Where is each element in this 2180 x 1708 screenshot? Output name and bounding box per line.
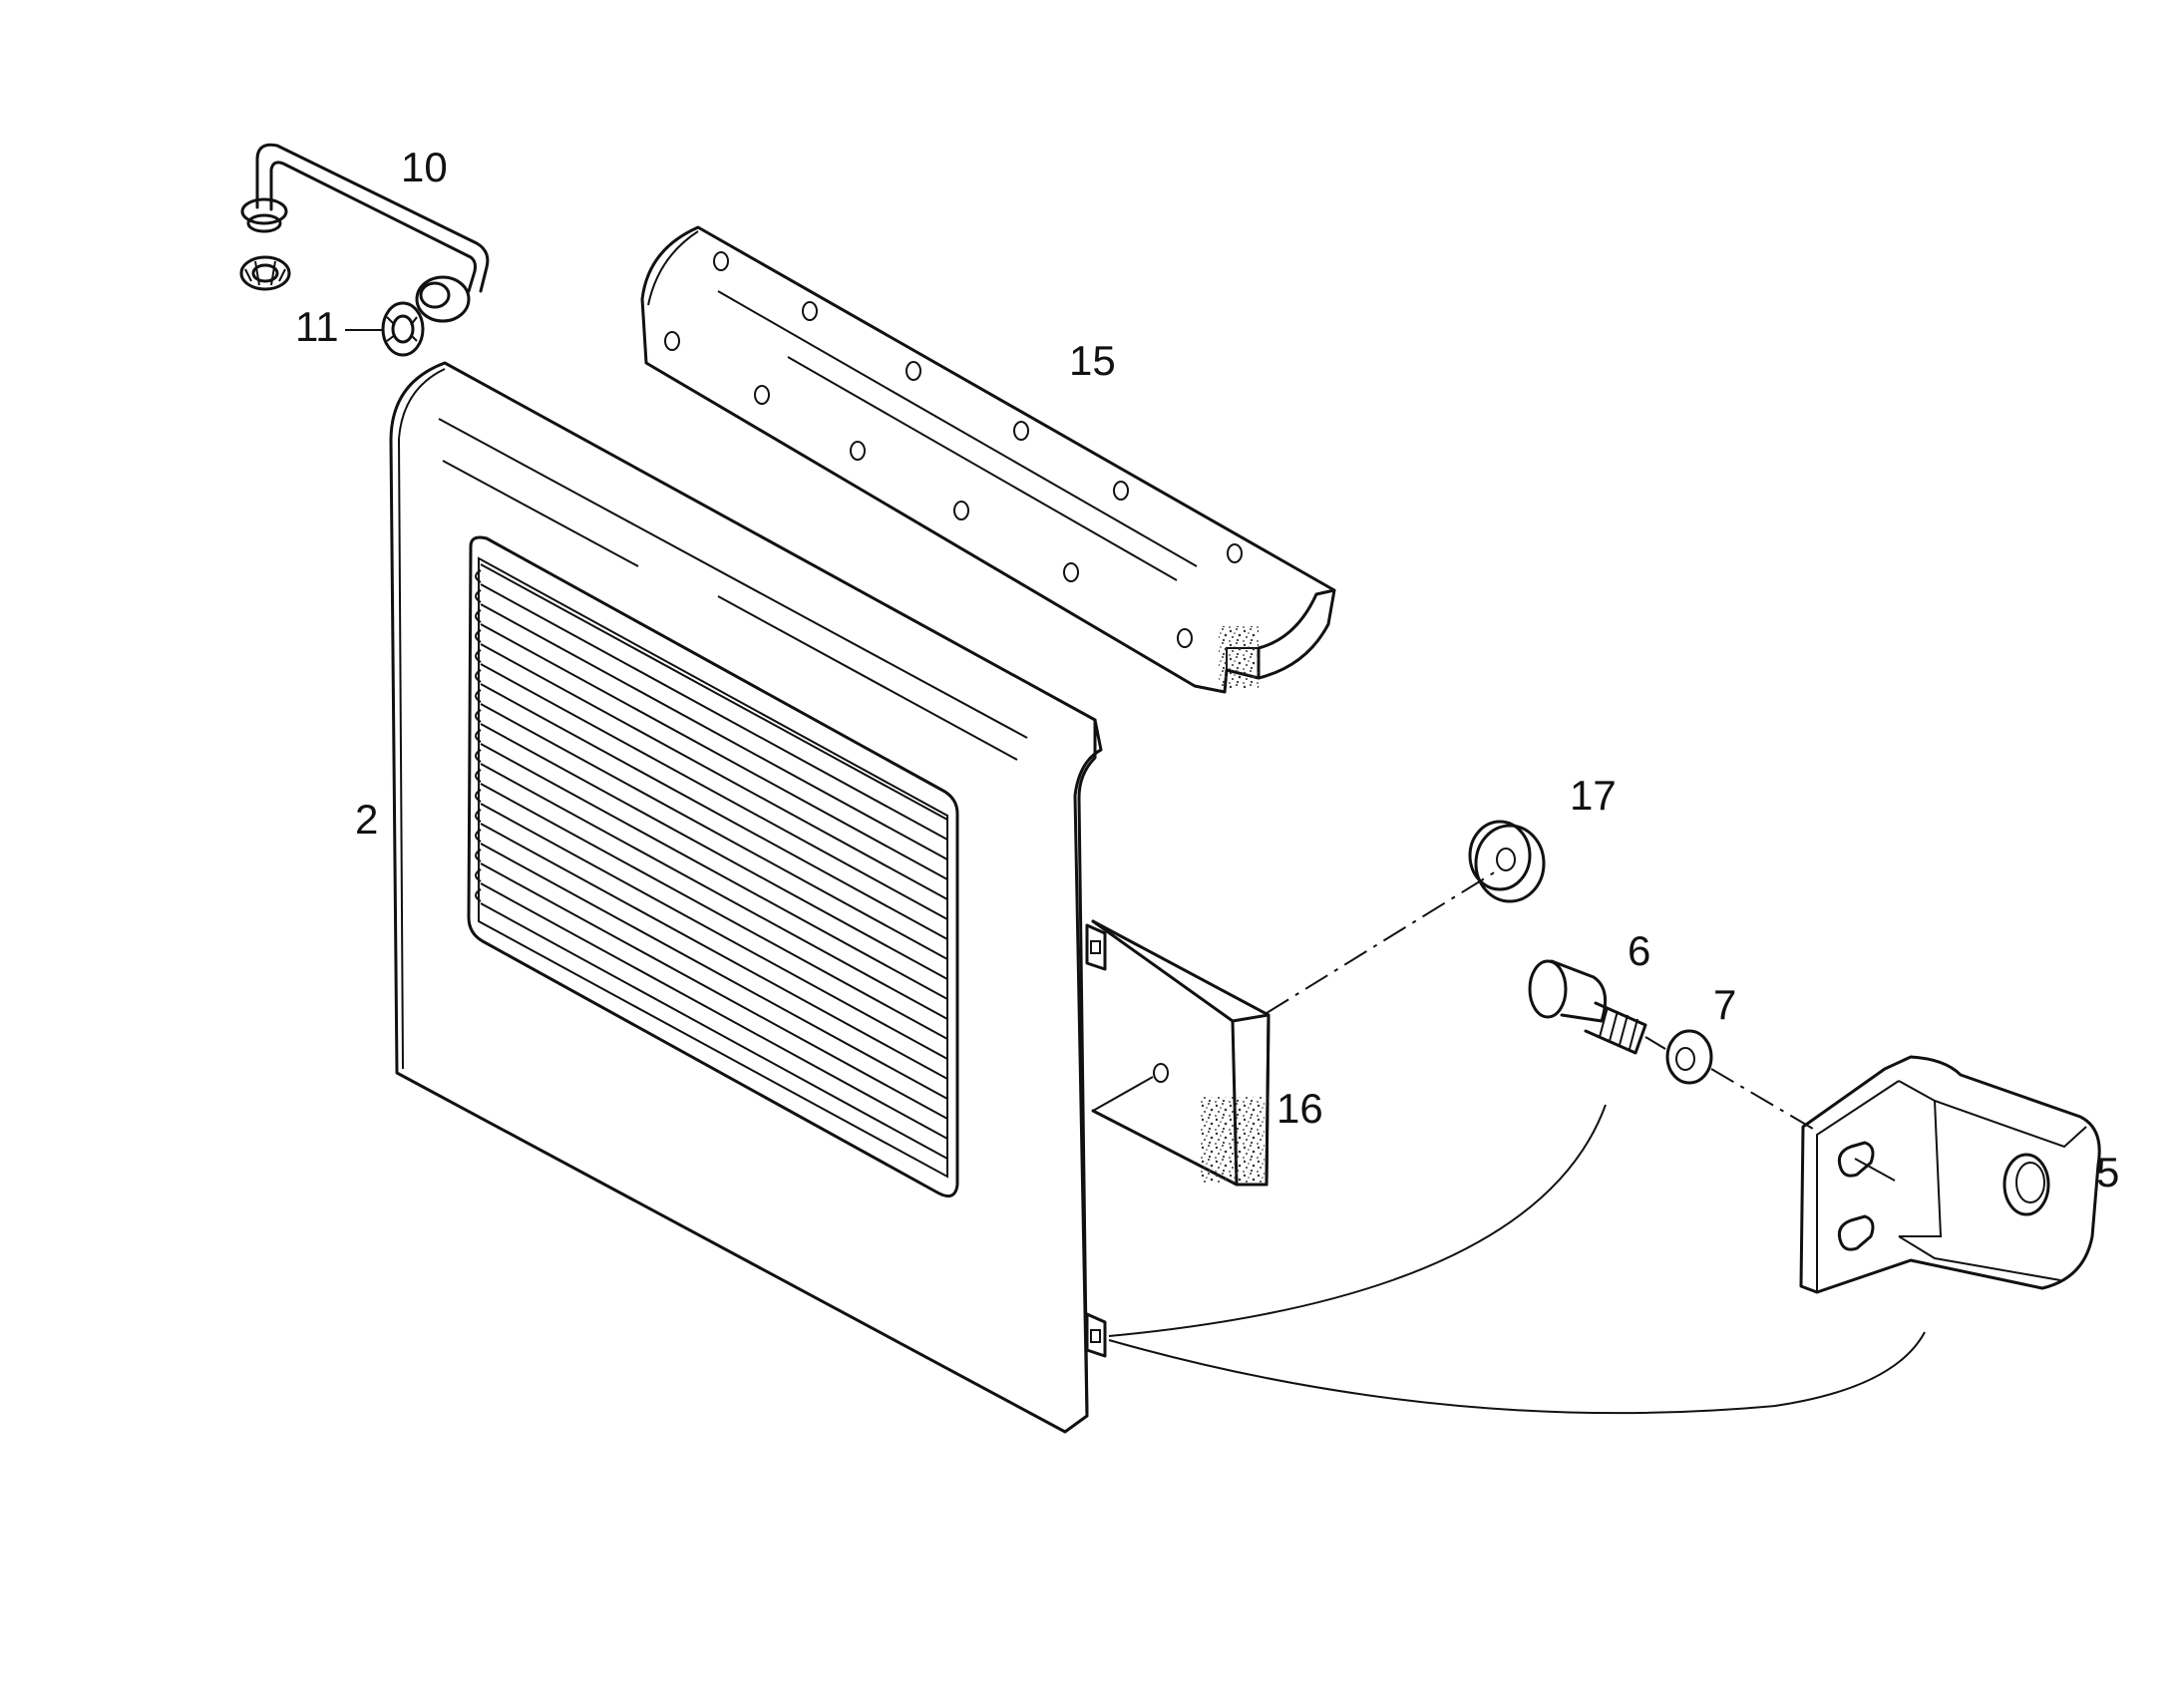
grille-louvers [475,563,948,1160]
label-part-2: 2 [355,796,378,843]
label-part-7: 7 [1713,981,1736,1028]
washer-part-11 [239,255,425,357]
top-rail-part-15 [640,225,1336,694]
label-part-11: 11 [295,303,339,350]
plug-cap-part-17 [1266,820,1546,1014]
label-part-15: 15 [1069,337,1116,384]
label-part-5: 5 [2096,1149,2119,1196]
pipe-part-10 [240,143,490,323]
screw-part-6 [1528,959,1647,1055]
foam-block-part-16 [1091,919,1271,1187]
label-part-6: 6 [1628,927,1650,974]
label-part-16: 16 [1276,1085,1323,1132]
door-panel-part-2 [389,361,1107,1434]
label-part-10: 10 [401,144,448,190]
label-part-17: 17 [1570,772,1617,819]
assembly-arcs [1108,1104,1926,1415]
hinge-bracket-part-5 [1799,1055,2101,1294]
part-labels: 10 11 15 2 17 6 7 16 5 [295,144,2119,1196]
washer-part-7 [1644,1029,1814,1130]
